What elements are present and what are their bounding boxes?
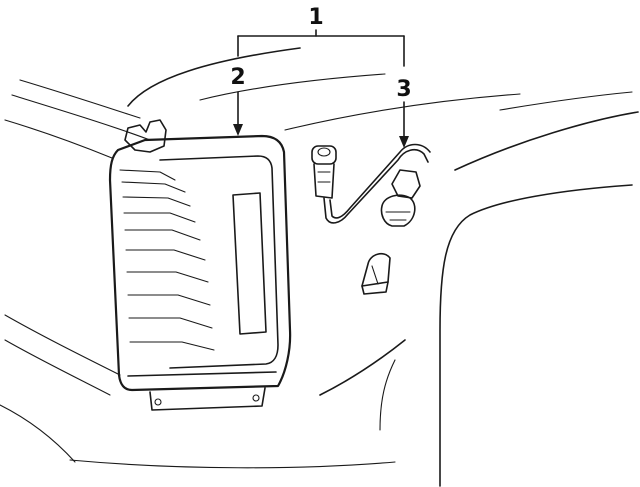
vehicle-body-outline — [0, 47, 639, 487]
wedge-bulb — [361, 252, 391, 295]
callout-3-label: 3 — [396, 77, 411, 102]
socket-and-wire — [311, 143, 431, 227]
callout-1-label: 1 — [308, 5, 323, 30]
callout-leaders — [233, 29, 409, 148]
parking-lamp-housing — [108, 119, 292, 411]
callout-2-label: 2 — [230, 65, 245, 90]
